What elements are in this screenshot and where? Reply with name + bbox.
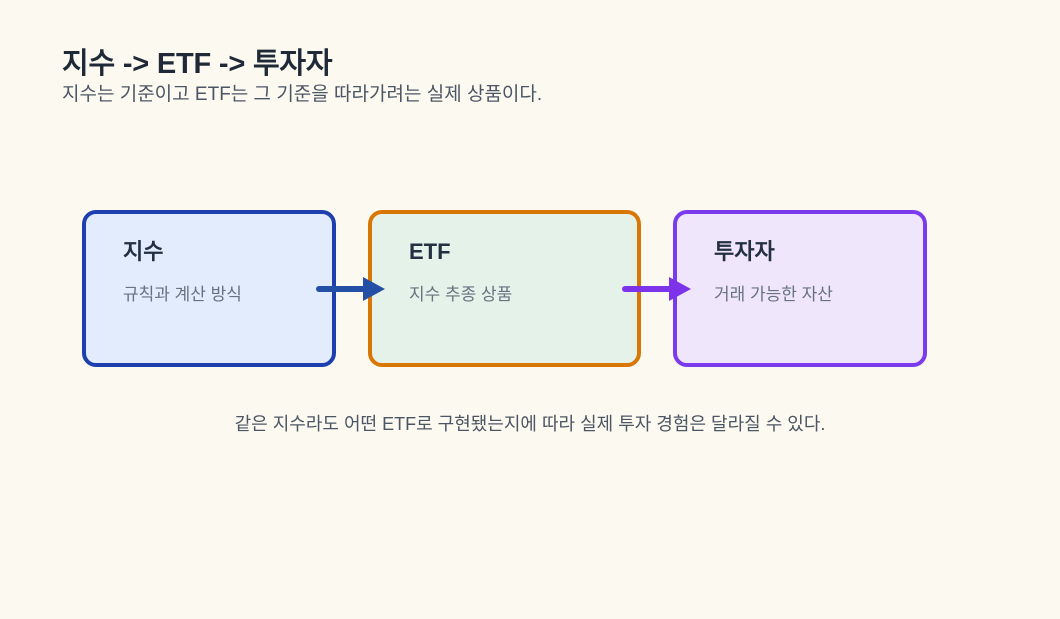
arrow-right-icon-etf-to-investor: [622, 277, 691, 301]
node-title: 지수: [123, 239, 164, 264]
node-description: 규칙과 계산 방식: [123, 285, 242, 305]
node-title: 투자자: [714, 239, 775, 264]
node-etf: ETF 지수 추종 상품: [368, 210, 641, 367]
page-subtitle: 지수는 기준이고 ETF는 그 기준을 따라가려는 실제 상품이다.: [62, 84, 543, 105]
page-title: 지수 -> ETF -> 투자자: [62, 48, 333, 80]
node-title: ETF: [409, 239, 451, 264]
node-investor: 투자자 거래 가능한 자산: [673, 210, 927, 367]
node-description: 거래 가능한 자산: [714, 285, 833, 305]
footnote-caption: 같은 지수라도 어떤 ETF로 구현됐는지에 따라 실제 투자 경험은 달라질 …: [234, 414, 826, 434]
arrow-right-icon-index-to-etf: [316, 277, 385, 301]
node-description: 지수 추종 상품: [409, 285, 513, 305]
node-index: 지수 규칙과 계산 방식: [82, 210, 336, 367]
